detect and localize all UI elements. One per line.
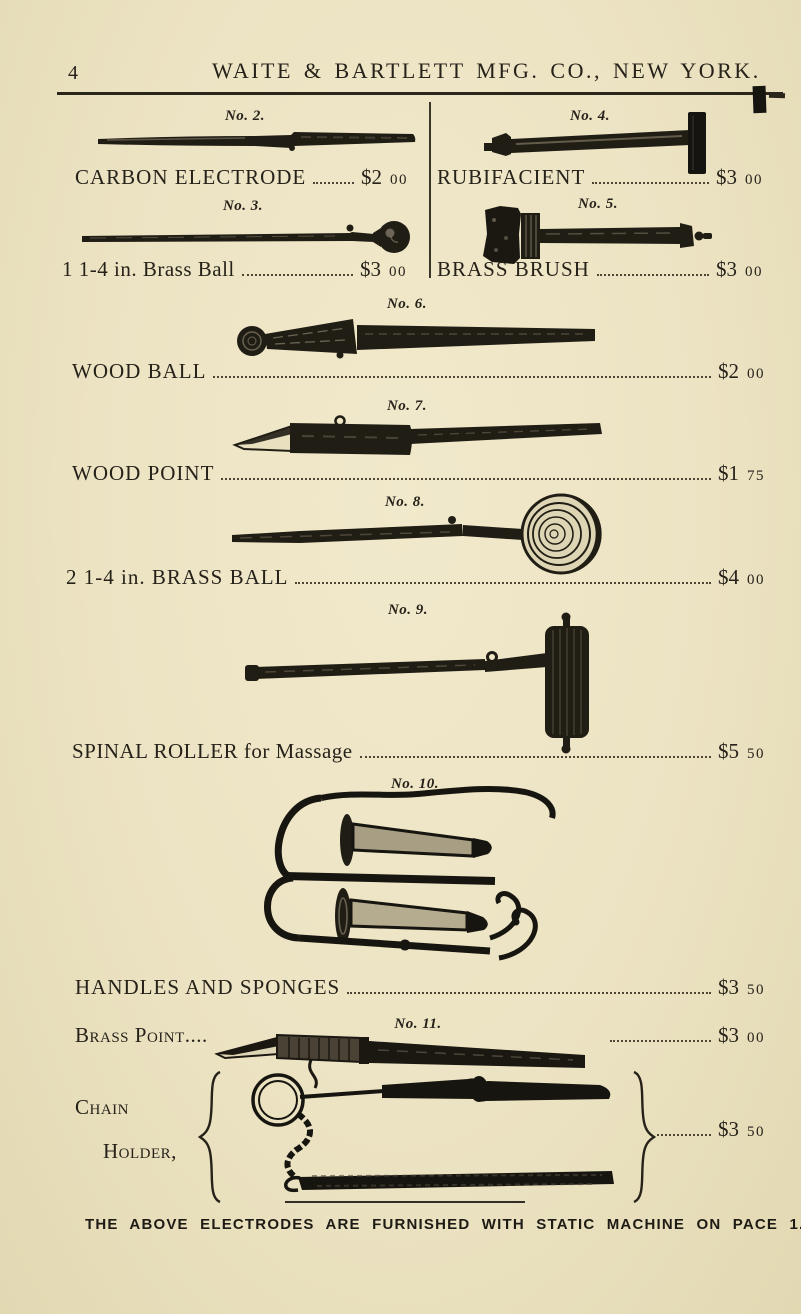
item-price: $3 00 [716, 165, 763, 189]
price-cents: 00 [747, 1029, 765, 1046]
catalog-row-brass-point: Brass Point.... $3 00 [75, 1023, 765, 1047]
item-number-label: No. 7. [386, 398, 428, 414]
item-label: 2 1-4 in. BRASS BALL [66, 565, 289, 589]
rubifacient-electrode-illustration [484, 112, 706, 174]
dotted-leader [596, 274, 709, 277]
dotted-leader [295, 582, 711, 585]
price-cents: 00 [390, 171, 408, 188]
catalog-row-carbon-electrode: CARBON ELECTRODE $2 00 [75, 165, 408, 189]
dotted-leader [241, 274, 353, 277]
item-price: $3 00 [360, 257, 407, 281]
item-price: $5 50 [718, 739, 765, 763]
price-dollars: $3 [718, 975, 739, 999]
price-dollars: $3 [718, 1023, 739, 1047]
item-number-label: No. 5. [577, 196, 619, 212]
price-dollars: $2 [718, 359, 739, 383]
header-rule [57, 92, 783, 95]
dotted-leader [313, 182, 354, 185]
chain-holder-label-line1: Chain [75, 1095, 129, 1119]
dotted-leader [213, 376, 711, 379]
price-dollars: $4 [718, 565, 739, 589]
wood-point-electrode-illustration [232, 415, 602, 455]
item-price: $1 75 [718, 461, 765, 485]
price-dollars: $3 [718, 1117, 739, 1141]
item-price: $3 00 [718, 1023, 765, 1047]
item-number-label: No. 6. [386, 296, 428, 312]
item-number-label: No. 9. [387, 602, 429, 618]
item-number-label: No. 10. [390, 776, 440, 792]
price-cents: 00 [747, 365, 765, 382]
price-cents: 50 [747, 981, 765, 998]
item-price: $2 00 [718, 359, 765, 383]
item-label: 1 1-4 in. Brass Ball [62, 257, 235, 281]
item-price: $2 00 [361, 165, 408, 189]
price-cents: 50 [747, 745, 765, 762]
column-divider [429, 102, 431, 278]
item-label: WOOD BALL [72, 359, 207, 383]
footer-separator-rule [285, 1201, 525, 1203]
price-dollars: $3 [716, 257, 737, 281]
wood-ball-electrode-illustration [237, 319, 595, 359]
price-cents: 00 [745, 263, 763, 280]
price-dollars: $3 [360, 257, 381, 281]
item-price: $3 50 [718, 1117, 765, 1141]
handles-and-sponges-illustration [264, 785, 556, 961]
price-dollars: $1 [718, 461, 739, 485]
catalog-row-spinal-roller: SPINAL ROLLER for Massage $5 50 [72, 739, 765, 763]
price-cents: 75 [747, 467, 765, 484]
item-price: $3 00 [716, 257, 763, 281]
dotted-leader [221, 478, 711, 481]
brass-brush-electrode-illustration [483, 206, 712, 264]
catalog-row-small-brass-ball: 1 1-4 in. Brass Ball $3 00 [62, 257, 407, 281]
footer-note: THE ABOVE ELECTRODES ARE FURNISHED WITH … [85, 1216, 801, 1233]
catalog-row-handles-sponges: HANDLES AND SPONGES $3 50 [75, 975, 765, 999]
item-label: Brass Point.... [75, 1023, 208, 1047]
item-label: BRASS BRUSH [437, 257, 590, 281]
dotted-leader [359, 756, 711, 759]
item-number-label: No. 11. [394, 1016, 442, 1032]
carbon-electrode-illustration [98, 132, 416, 151]
catalog-row-wood-point: WOOD POINT $1 75 [72, 461, 765, 485]
catalog-row-brass-brush: BRASS BRUSH $3 00 [437, 257, 763, 281]
chain-holder-price-row: $3 50 [650, 1117, 765, 1141]
dotted-leader [347, 992, 711, 995]
item-number-label: No. 4. [569, 108, 611, 124]
left-brace [197, 1070, 221, 1204]
item-label: SPINAL ROLLER for Massage [72, 739, 353, 763]
item-price: $3 50 [718, 975, 765, 999]
catalog-row-wood-ball: WOOD BALL $2 00 [72, 359, 765, 383]
catalog-row-rubifacient: RUBIFACIENT $3 00 [437, 165, 763, 189]
page-number: 4 [68, 62, 78, 84]
item-label: RUBIFACIENT [437, 165, 586, 189]
dotted-leader [657, 1134, 711, 1137]
price-dollars: $3 [716, 165, 737, 189]
chain-holder-illustration [251, 1073, 614, 1192]
item-label: CARBON ELECTRODE [75, 165, 307, 189]
dotted-leader [592, 182, 709, 185]
item-number-label: No. 2. [224, 108, 266, 124]
price-cents: 00 [745, 171, 763, 188]
price-dollars: $2 [361, 165, 382, 189]
price-dollars: $5 [718, 739, 739, 763]
chain-holder-label-line2: Holder, [103, 1139, 177, 1163]
spinal-roller-illustration [245, 612, 589, 754]
item-number-label: No. 3. [222, 198, 264, 214]
brass-point-electrode-illustration [214, 1033, 585, 1089]
catalog-row-large-brass-ball: 2 1-4 in. BRASS BALL $4 00 [66, 565, 765, 589]
price-cents: 50 [747, 1123, 765, 1140]
item-number-label: No. 8. [384, 494, 426, 510]
price-cents: 00 [747, 571, 765, 588]
large-brass-ball-electrode-illustration [232, 493, 602, 575]
item-label: WOOD POINT [72, 461, 215, 485]
scan-artifact-mark [752, 85, 767, 114]
price-cents: 00 [389, 263, 407, 280]
page-title: WAITE & BARTLETT MFG. CO., NEW YORK. [212, 58, 761, 83]
small-brass-ball-electrode-illustration [82, 221, 410, 253]
dotted-leader [609, 1040, 711, 1043]
right-brace [633, 1070, 657, 1204]
item-price: $4 00 [718, 565, 765, 589]
item-label: HANDLES AND SPONGES [75, 975, 341, 999]
